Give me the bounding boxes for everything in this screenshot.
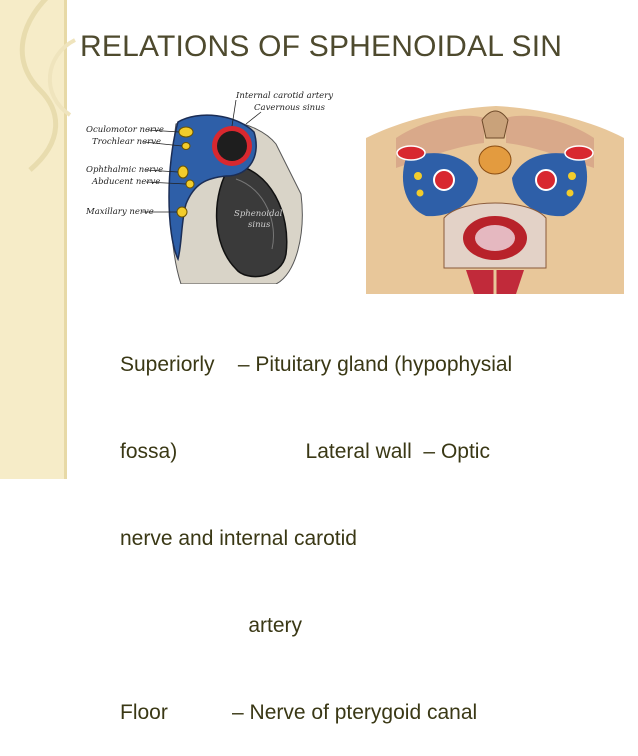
text-line-superiorly: Superiorly – Pituitary gland (hypophysia… <box>120 353 513 376</box>
text-line-artery: artery <box>120 614 303 637</box>
label-oculomotor: Oculomotor nerve <box>86 125 164 135</box>
cavernous-sinus-illustration: Internal carotid artery Cavernous sinus … <box>86 84 356 284</box>
label-ophthalmic: Ophthalmic nerve <box>86 165 163 175</box>
text-line-fossa-lateral-wall: fossa) Lateral wall – Optic <box>120 440 490 463</box>
slide-title: RELATIONS OF SPHENOIDAL SIN <box>80 30 563 63</box>
decorative-swirl <box>19 0 76 172</box>
text-line-floor: Floor – Nerve of pterygoid canal <box>120 701 478 724</box>
relations-text: Superiorly – Pituitary gland (hypophysia… <box>120 292 620 756</box>
label-sphenoidal: Sphenoidal <box>234 209 283 219</box>
text-line-nerve-carotid: nerve and internal carotid <box>120 527 357 550</box>
label-abducent: Abducent nerve <box>91 177 160 187</box>
label-cavernous-sinus: Cavernous sinus <box>254 103 326 113</box>
label-trochlear: Trochlear nerve <box>92 137 161 147</box>
sella-coronal-illustration <box>366 98 624 294</box>
label-sinus: sinus <box>248 220 271 230</box>
label-maxillary: Maxillary nerve <box>86 207 154 217</box>
label-internal-carotid: Internal carotid artery <box>235 91 333 101</box>
